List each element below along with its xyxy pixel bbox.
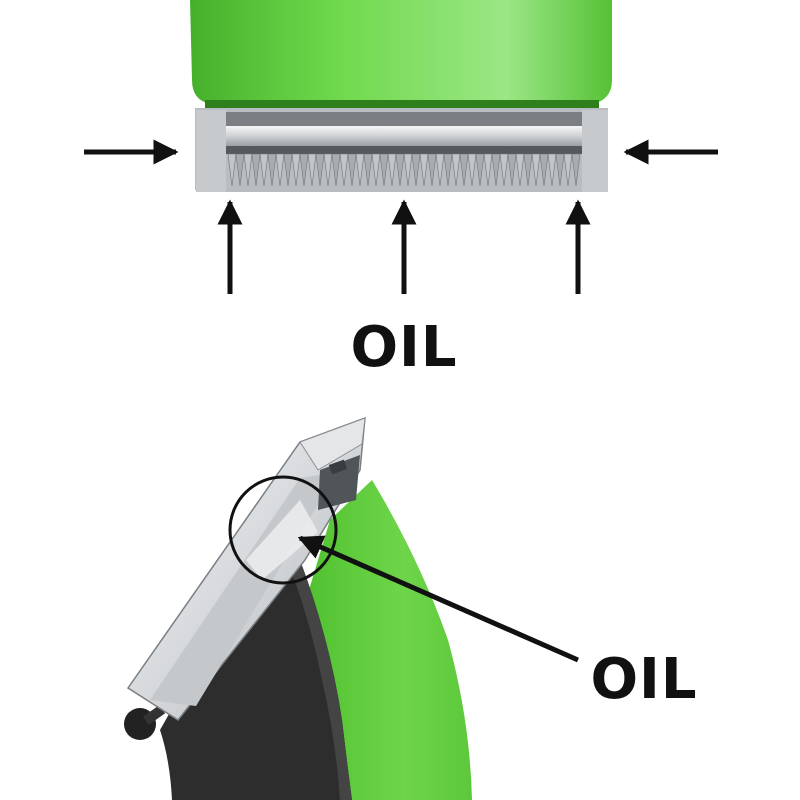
- blade-tooth: [243, 153, 253, 187]
- blade-tooth: [483, 153, 493, 187]
- blade-tooth: [523, 153, 533, 187]
- blade-tooth: [491, 153, 501, 187]
- clipper-body-angled: [300, 480, 472, 800]
- top-view: OIL: [84, 0, 718, 380]
- arrow-icon-pointer: [297, 535, 580, 663]
- blade-tooth: [451, 153, 461, 187]
- blade-tooth: [307, 153, 317, 187]
- blade-tooth: [371, 153, 381, 187]
- blade-tooth: [387, 153, 397, 187]
- oil-label-top: OIL: [350, 315, 457, 380]
- clipper-blade-icon: [195, 108, 608, 192]
- oil-label-angled: OIL: [590, 647, 697, 712]
- blade-tooth: [251, 153, 261, 187]
- blade-tooth: [435, 153, 445, 187]
- blade-tooth: [507, 153, 517, 187]
- blade-tooth: [395, 153, 405, 187]
- blade-tooth: [411, 153, 421, 187]
- knob-stem: [142, 705, 166, 725]
- angled-view: OIL: [124, 416, 697, 800]
- blade-tooth: [323, 153, 333, 187]
- blade-tooth: [299, 153, 309, 187]
- body-seam: [205, 100, 599, 108]
- blade-tooth: [475, 153, 485, 187]
- blade-tooth: [331, 153, 341, 187]
- blade-tooth: [347, 153, 357, 187]
- blade-tooth: [227, 153, 237, 187]
- blade-tooth: [515, 153, 525, 187]
- blade-tooth: [379, 153, 389, 187]
- blade-tooth: [467, 153, 477, 187]
- blade-tooth: [267, 153, 277, 187]
- blade-tooth: [339, 153, 349, 187]
- blade-tooth: [555, 153, 565, 187]
- blade-tooth: [315, 153, 325, 187]
- blade-teeth: [227, 153, 581, 187]
- blade-tooth: [539, 153, 549, 187]
- callout-circle-icon: [228, 475, 338, 585]
- blade-tooth: [363, 153, 373, 187]
- blade-tooth: [419, 153, 429, 187]
- clipper-handle: [160, 560, 352, 800]
- blade-tooth: [291, 153, 301, 187]
- blade-tooth: [403, 153, 413, 187]
- blade-tooth: [283, 153, 293, 187]
- blade-tooth: [571, 153, 581, 187]
- blade-tooth: [427, 153, 437, 187]
- blade-tooth: [259, 153, 269, 187]
- blade-tooth: [275, 153, 285, 187]
- blade-tooth: [563, 153, 573, 187]
- blade-tooth: [499, 153, 509, 187]
- blade-tooth: [547, 153, 557, 187]
- blade-tooth: [443, 153, 453, 187]
- blade-tooth: [355, 153, 365, 187]
- clipper-body-top: [190, 0, 612, 104]
- blade-tooth: [459, 153, 469, 187]
- handle-highlight: [290, 560, 352, 800]
- blade-tooth: [531, 153, 541, 187]
- blade-tooth: [235, 153, 245, 187]
